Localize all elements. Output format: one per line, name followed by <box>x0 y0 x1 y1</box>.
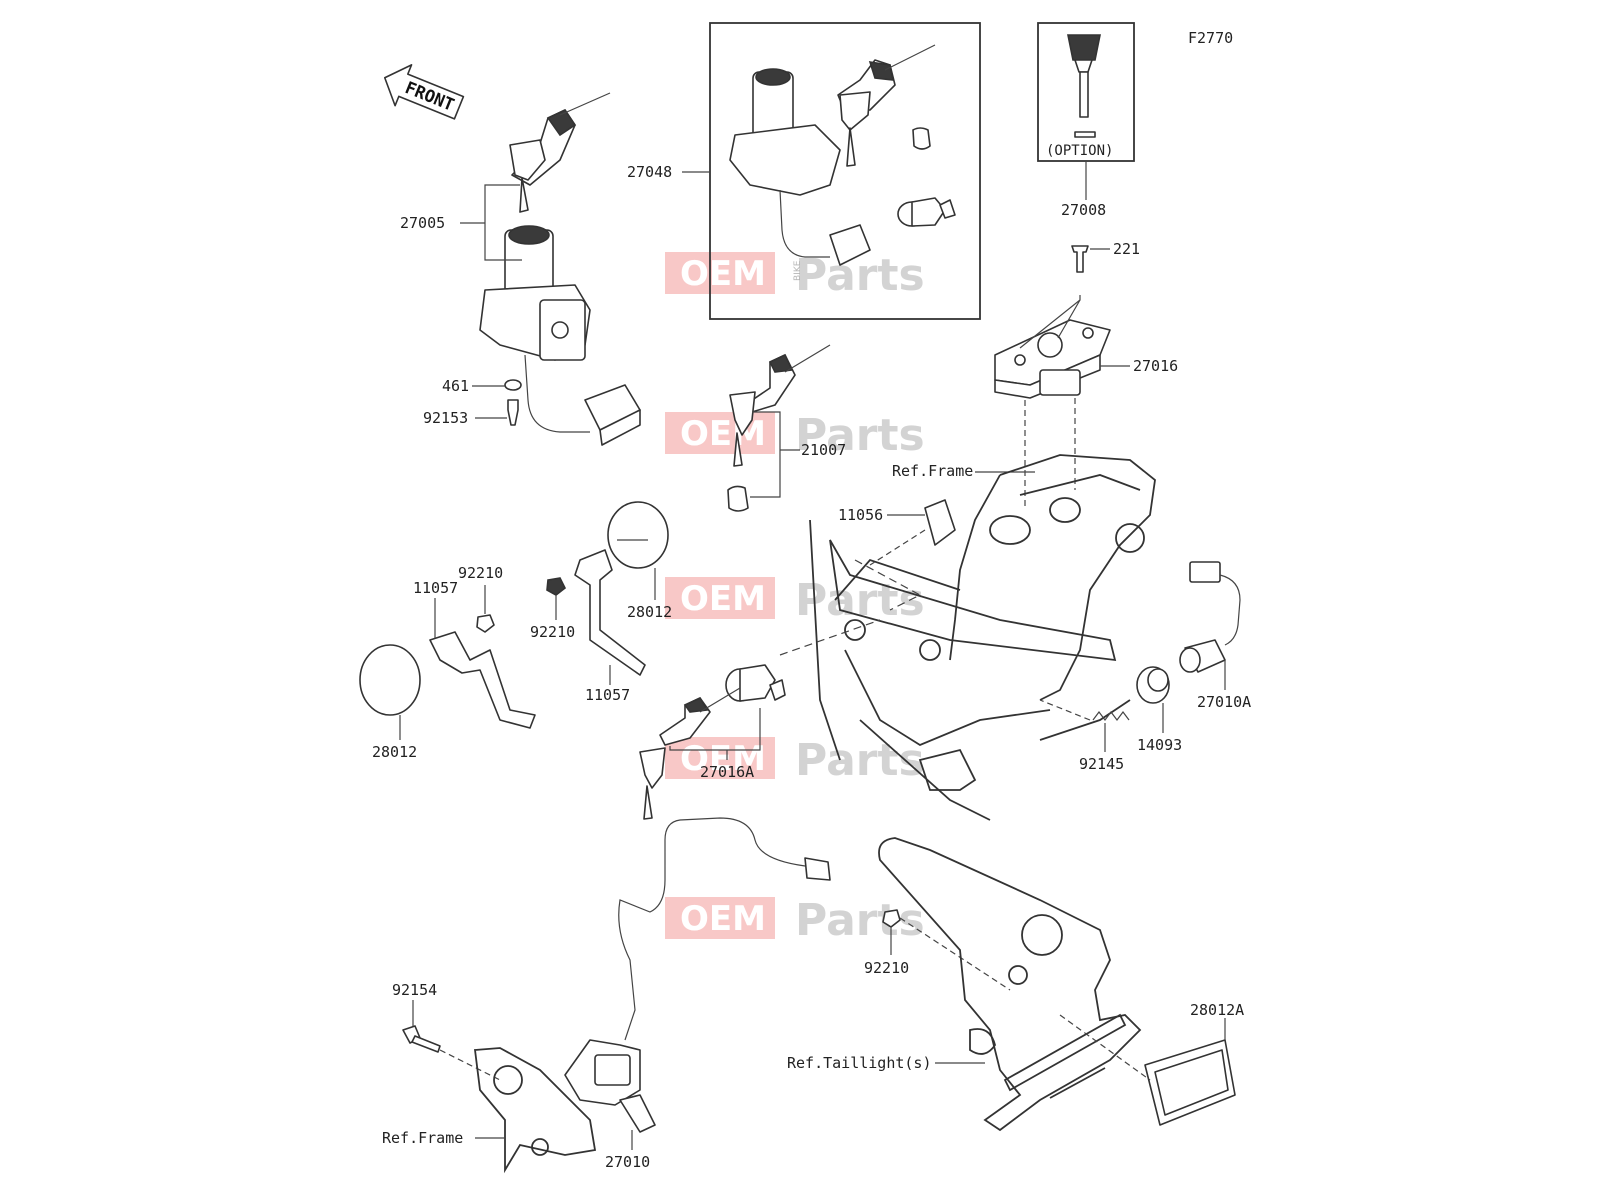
label-28012-right: 28012 <box>627 603 672 621</box>
label-27016A: 27016A <box>700 763 754 781</box>
frame-bracket-bottom-left <box>473 1047 597 1174</box>
connector-27010 <box>804 857 831 881</box>
nut-92210-left <box>476 614 495 633</box>
bracket-11057-right <box>574 549 646 676</box>
label-92154: 92154 <box>392 981 437 999</box>
label-ref-frame-bottom: Ref.Frame <box>382 1129 463 1147</box>
nut-92210-bottom <box>882 909 901 928</box>
label-28012-left: 28012 <box>372 743 417 761</box>
front-arrow: FRONT <box>383 64 465 120</box>
svg-text:Parts: Parts <box>795 895 925 946</box>
label-461: 461 <box>442 377 469 395</box>
svg-text:27005: 27005 <box>400 214 445 232</box>
svg-text:OEM: OEM <box>680 254 766 294</box>
bracket-11057-left <box>429 631 536 729</box>
label-11057-left: 11057 <box>413 579 458 597</box>
figure-code: F2770 <box>1188 29 1233 47</box>
label-27048: 27048 <box>627 163 672 181</box>
label-21007: 21007 <box>801 441 846 459</box>
label-92210-middle: 92210 <box>530 623 575 641</box>
taillight-bracket <box>878 837 1142 1132</box>
svg-text:Parts: Parts <box>795 250 925 301</box>
callout-27005: 27005 <box>400 184 522 261</box>
seat-lock-27016 <box>994 319 1111 399</box>
label-ref-frame-top: Ref.Frame <box>892 462 973 480</box>
ignition-kit-27048 <box>729 44 956 266</box>
watermark-5: OEM Parts <box>665 895 925 946</box>
option-label: (OPTION) <box>1046 143 1113 159</box>
label-27016: 27016 <box>1133 357 1178 375</box>
label-92153: 92153 <box>423 409 468 427</box>
bolt-92154 <box>402 1025 441 1053</box>
label-27008: 27008 <box>1061 201 1106 219</box>
wire-27010 <box>618 817 806 1041</box>
clip-11056 <box>924 499 956 546</box>
watermark-3: OEM Parts <box>665 575 925 626</box>
svg-text:OEM: OEM <box>680 899 766 939</box>
label-27010: 27010 <box>605 1153 650 1171</box>
label-ref-taillight: Ref.Taillight(s) <box>787 1054 932 1072</box>
svg-text:Parts: Parts <box>795 575 925 626</box>
frame-reference <box>809 454 1156 821</box>
screw-92153 <box>507 399 519 426</box>
reflector-28012-left <box>359 644 421 716</box>
svg-text:Parts: Parts <box>795 735 925 786</box>
cap-14093 <box>1136 666 1170 704</box>
screw-221 <box>1071 245 1089 273</box>
svg-text:OEM: OEM <box>680 579 766 619</box>
box-27048 <box>709 22 981 320</box>
key-set-21007 <box>727 344 831 512</box>
label-11057-right: 11057 <box>585 686 630 704</box>
svg-text:BIKE: BIKE <box>793 260 803 281</box>
label-92210-bottom: 92210 <box>864 959 909 977</box>
watermark-1: OEM BIKE Parts <box>665 250 925 301</box>
switch-27010 <box>564 1039 656 1133</box>
switch-27010A <box>1179 561 1241 673</box>
watermark-4: OEM Parts <box>665 735 925 786</box>
label-14093: 14093 <box>1137 736 1182 754</box>
reflector-28012A <box>1144 1039 1236 1126</box>
svg-text:OEM: OEM <box>680 739 766 779</box>
svg-text:OEM: OEM <box>680 414 766 454</box>
label-28012A: 28012A <box>1190 1001 1244 1019</box>
spring-92145 <box>1092 711 1130 721</box>
label-11056: 11056 <box>838 506 883 524</box>
nut-92210-middle <box>546 577 567 596</box>
label-221: 221 <box>1113 240 1140 258</box>
washer-461 <box>504 379 522 391</box>
reflector-28012-right <box>607 501 669 569</box>
ignition-switch-27005 <box>479 92 641 446</box>
label-92145: 92145 <box>1079 755 1124 773</box>
key-27008 <box>1067 34 1101 138</box>
svg-text:Parts: Parts <box>795 410 925 461</box>
watermark-2: OEM Parts <box>665 410 925 461</box>
label-92210-left: 92210 <box>458 564 503 582</box>
lock-27016A <box>639 664 786 820</box>
label-27010A: 27010A <box>1197 693 1251 711</box>
